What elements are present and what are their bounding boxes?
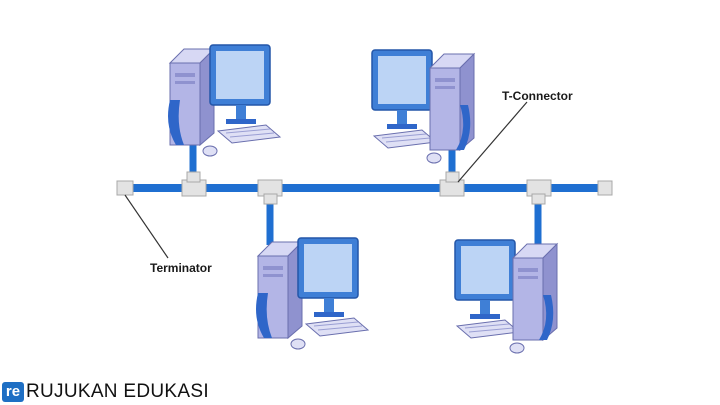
terminator-right xyxy=(597,180,613,196)
t-connector-label: T-Connector xyxy=(502,89,573,103)
t-connector-bottom-left xyxy=(257,179,283,205)
computer-bottom-right-icon xyxy=(454,239,558,354)
t-connector-bottom-right xyxy=(526,179,552,205)
brand-name: RUJUKAN EDUKASI xyxy=(26,381,209,402)
terminator-callout-line xyxy=(124,194,169,259)
computer-bottom-left-icon xyxy=(255,237,369,350)
computer-top-right-icon xyxy=(371,49,475,164)
terminator-left xyxy=(116,180,134,196)
terminator-label: Terminator xyxy=(150,261,212,275)
t-connector-top-left xyxy=(181,171,207,197)
drop-cables xyxy=(189,140,542,245)
t-connector-callout-line xyxy=(457,101,528,183)
computer-top-left-icon xyxy=(167,44,281,157)
t-connector-top-right xyxy=(439,171,465,197)
brand-logo-icon: re xyxy=(2,382,24,402)
watermark: re RUJUKAN EDUKASI xyxy=(2,381,209,403)
